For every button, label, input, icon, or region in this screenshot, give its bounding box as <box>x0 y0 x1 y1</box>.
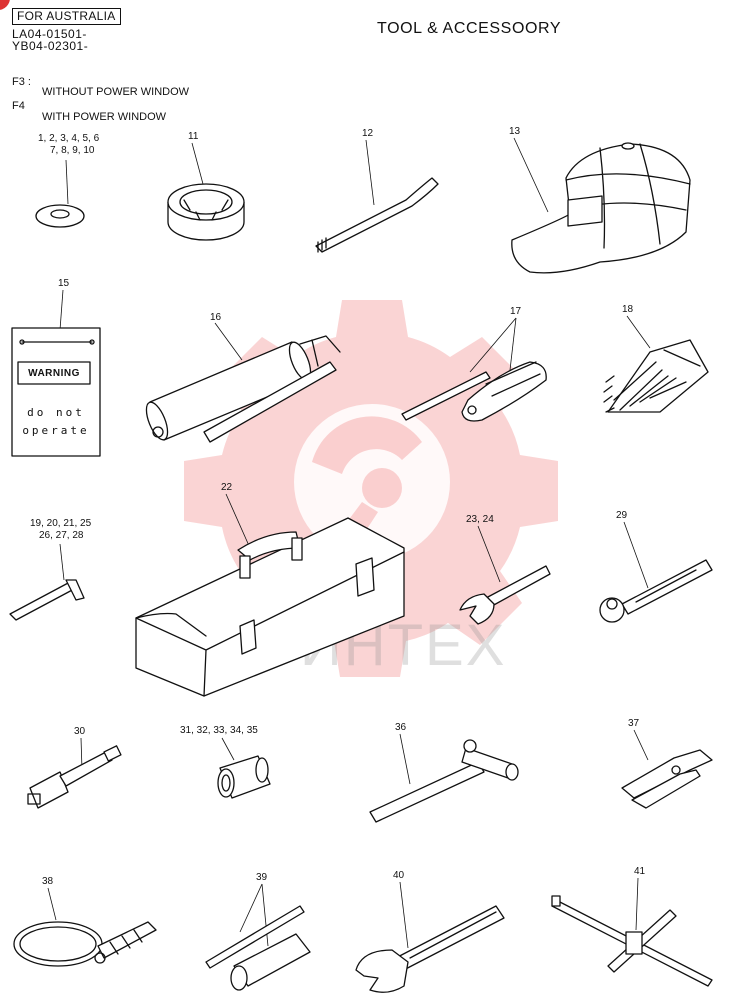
page-corner-marker <box>0 0 10 10</box>
hammer-drawing <box>369 733 519 823</box>
warning-banner: WARNING <box>28 367 80 379</box>
label-part-22: 22 <box>221 482 233 493</box>
socket-ring-drawing <box>167 142 245 241</box>
hex-key-drawing <box>9 543 85 621</box>
label-part-11: 11 <box>188 131 199 142</box>
washer-drawing <box>35 159 85 228</box>
pliers-drawing <box>621 729 713 809</box>
label-part-41: 41 <box>634 866 646 877</box>
legend-f4-code: F4 <box>12 100 25 112</box>
filter-wrench-drawing <box>13 887 157 967</box>
adjustable-wrench-drawing <box>355 881 505 993</box>
ratchet-drawing <box>599 521 713 623</box>
toolbox-drawing <box>135 493 405 697</box>
socket-drawing <box>217 737 271 799</box>
label-part-23-24: 23, 24 <box>466 514 494 525</box>
label-part-15: 15 <box>58 278 70 289</box>
label-part-30: 30 <box>74 726 86 737</box>
hard-hat-drawing <box>511 137 691 274</box>
cross-wrench-drawing <box>551 877 713 987</box>
part-code-2: YB04-02301- <box>12 39 89 53</box>
page-title: TOOL & ACCESSOORY <box>377 20 562 37</box>
grease-gun-drawing <box>145 322 341 443</box>
bar-drawing <box>315 139 439 253</box>
label-part-36: 36 <box>395 722 407 733</box>
label-washer-line1: 1, 2, 3, 4, 5, 6 <box>38 133 100 144</box>
legend-f3-code: F3 : <box>12 76 31 88</box>
label-hexkey-line2: 26, 27, 28 <box>39 530 84 541</box>
label-hexkey-line1: 19, 20, 21, 25 <box>30 518 92 529</box>
label-part-12: 12 <box>362 128 374 139</box>
extension-bar-drawing <box>27 737 122 809</box>
warning-line2: operate <box>22 424 90 437</box>
warning-tag-drawing <box>11 289 101 457</box>
label-part-37: 37 <box>628 718 640 729</box>
region-box: FOR AUSTRALIA <box>12 8 121 25</box>
label-part-17: 17 <box>510 306 522 317</box>
label-part-18: 18 <box>622 304 634 315</box>
legend-f4-text: WITH POWER WINDOW <box>42 111 167 123</box>
warning-line1: do not <box>27 406 85 419</box>
spanner-drawing <box>459 525 551 625</box>
label-washer-line2: 7, 8, 9, 10 <box>50 145 95 156</box>
plug-wrench-drawing <box>205 883 311 991</box>
label-part-29: 29 <box>616 510 628 521</box>
screwdriver-drawing <box>401 317 547 422</box>
label-part-31-35: 31, 32, 33, 34, 35 <box>180 725 258 736</box>
legend-f3-text: WITHOUT POWER WINDOW <box>42 86 190 98</box>
part-code-1: LA04-01501- <box>12 27 87 41</box>
label-part-39: 39 <box>256 872 268 883</box>
label-part-16: 16 <box>210 312 222 323</box>
label-part-40: 40 <box>393 870 405 881</box>
label-part-13: 13 <box>509 126 521 137</box>
wrench-set-drawing <box>603 315 709 413</box>
label-part-38: 38 <box>42 876 54 887</box>
